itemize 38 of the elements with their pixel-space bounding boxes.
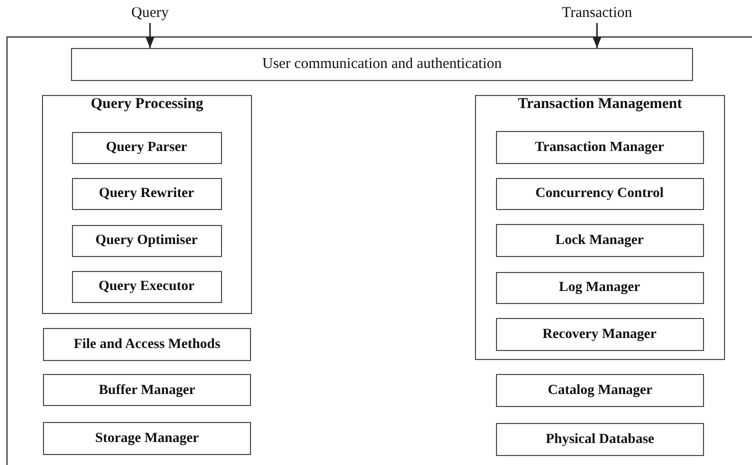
input-label: Transaction [547,4,647,22]
component-box [72,132,222,164]
component-label: Query Parser [106,140,188,155]
component-box [72,270,222,302]
component-box [71,48,693,81]
component-box [496,272,704,304]
component-label: File and Access Methods [74,337,220,352]
component-label: User communication and authentication [262,57,502,72]
component-label: Storage Manager [95,431,199,446]
component-label: Query Executor [98,279,195,294]
component-box [43,422,251,455]
component-box [496,318,704,350]
component-box [496,224,704,256]
component-box [43,328,251,361]
component-label: Recovery Manager [542,326,656,342]
group-heading: Transaction Management [516,97,684,112]
arrow [592,23,602,48]
component-box [72,178,222,210]
component-label: Physical Database [546,432,654,447]
component-box [43,374,251,406]
arrow [146,23,154,48]
component-label: Concurrency Control [535,186,664,201]
component-label: Transaction Manager [534,140,664,154]
component-box [496,423,704,456]
component-label: Query Rewriter [98,186,194,201]
component-label: Buffer Manager [98,382,196,398]
component-box [72,224,222,256]
component-box [496,374,704,407]
group-heading: Query Processing [90,97,204,112]
component-box [496,178,704,210]
component-box [496,130,704,164]
component-label: Catalog Manager [548,383,652,398]
group-box [475,95,725,360]
input-label: Query [110,4,190,22]
component-label: Lock Manager [555,232,644,248]
component-label: Log Manager [558,280,640,295]
group-box [42,95,252,314]
component-label: Query Optimiser [95,233,198,248]
